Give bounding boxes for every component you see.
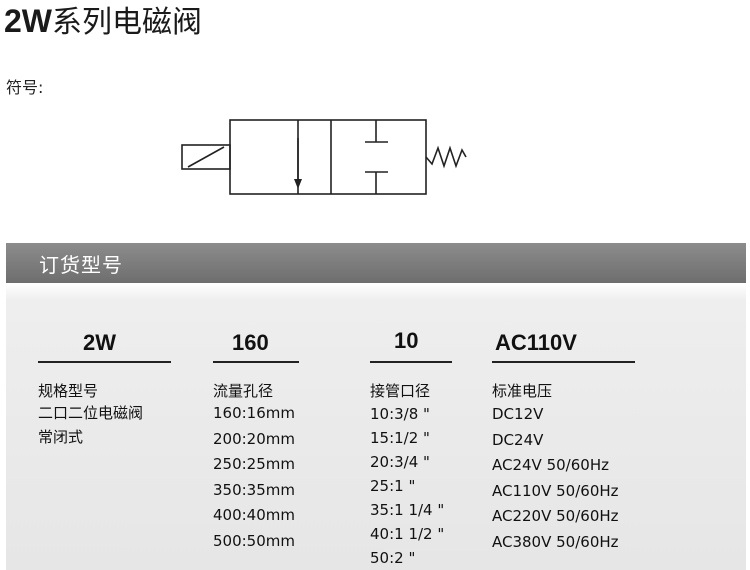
list-item: AC24V 50/60Hz: [492, 456, 609, 474]
flow-arrow-head: [294, 179, 302, 189]
list-item: DC12V: [492, 405, 544, 423]
column-code: 160: [232, 330, 269, 355]
list-item: AC110V 50/60Hz: [492, 481, 619, 500]
valve-symbol-diagram: [181, 119, 467, 195]
column-code: 10: [394, 328, 419, 353]
list-item: AC380V 50/60Hz: [492, 532, 619, 551]
column-list: DC12V DC24V AC24V 50/60Hz AC110V 50/60Hz…: [492, 402, 619, 555]
title-model: 2W: [4, 3, 52, 39]
list-item: 25:1 ": [370, 477, 416, 495]
solenoid-coil-slash: [187, 146, 225, 168]
column-underline: [38, 361, 171, 363]
column-code: AC110V: [495, 330, 577, 355]
column-list: 10:3/8 " 15:1/2 " 20:3/4 " 25:1 " 35:1 1…: [370, 402, 444, 570]
list-item: 160:16mm: [213, 404, 295, 422]
list-item: 常闭式: [38, 428, 84, 446]
column-list: 二口二位电磁阀 常闭式: [38, 401, 143, 449]
column-list: 160:16mm 200:20mm 250:25mm 350:35mm 400:…: [213, 401, 295, 554]
order-model-panel: [6, 283, 746, 570]
spring-icon: [425, 145, 467, 169]
symbol-label: 符号:: [6, 78, 44, 97]
column-underline: [492, 361, 635, 363]
column-underline: [213, 361, 299, 363]
list-item: 20:3/4 ": [370, 453, 430, 471]
list-item: 15:1/2 ": [370, 429, 430, 447]
title-name: 系列电磁阀: [52, 5, 202, 40]
list-item: 250:25mm: [213, 455, 295, 473]
column-heading: 规格型号: [38, 382, 99, 400]
list-item: 40:1 1/2 ": [370, 525, 445, 543]
list-item: 200:20mm: [213, 429, 295, 448]
column-heading: 接管口径: [370, 382, 431, 400]
list-item: AC220V 50/60Hz: [492, 507, 619, 525]
valve-body: [229, 119, 427, 195]
list-item: 10:3/8 ": [370, 405, 430, 423]
order-model-header: 订货型号: [6, 243, 746, 283]
list-item: 500:50mm: [213, 531, 295, 550]
column-underline: [370, 361, 452, 363]
list-item: 350:35mm: [213, 480, 295, 499]
page-title: 2W系列电磁阀: [4, 2, 202, 42]
column-heading: 标准电压: [492, 382, 553, 400]
list-item: 50:2 ": [370, 549, 416, 567]
list-item: 400:40mm: [213, 506, 295, 524]
column-heading: 流量孔径: [213, 382, 274, 400]
list-item: DC24V: [492, 430, 544, 449]
order-model-title: 订货型号: [39, 253, 123, 277]
column-code: 2W: [83, 330, 116, 355]
list-item: 二口二位电磁阀: [38, 404, 144, 422]
list-item: 35:1 1/4 ": [370, 501, 445, 519]
